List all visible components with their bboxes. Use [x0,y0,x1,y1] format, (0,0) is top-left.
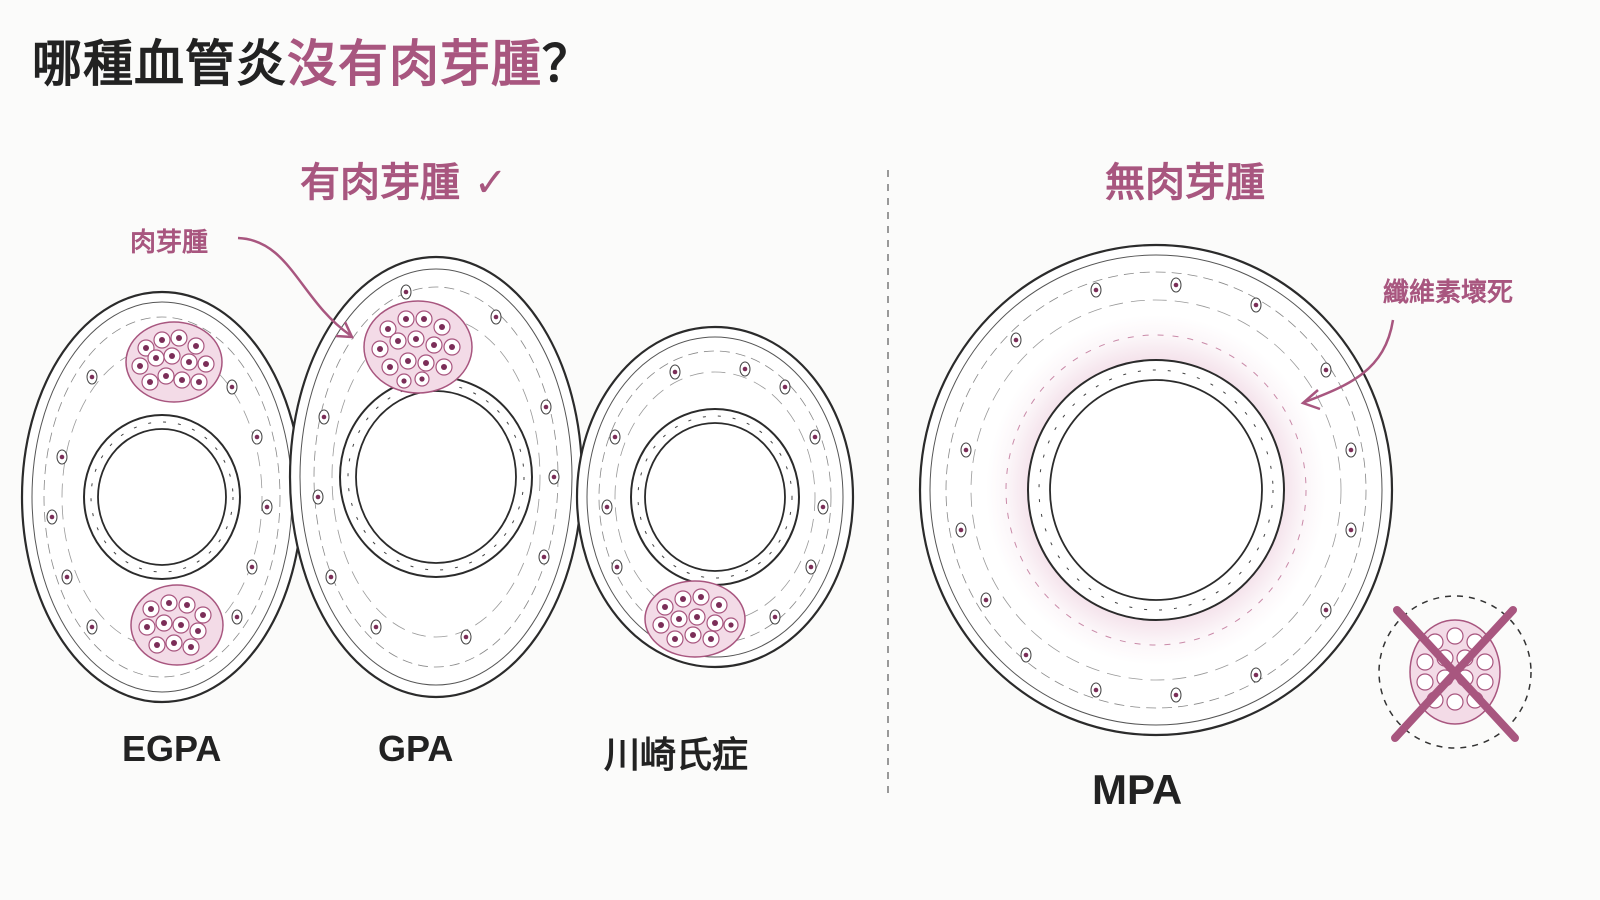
egpa-label: EGPA [122,728,222,769]
granuloma-cluster-egpa-bottom [130,584,224,666]
gpa-label: GPA [378,728,454,769]
granuloma-callout-label: 肉芽腫 [130,228,209,258]
gpa-vessel [288,255,584,699]
kawasaki-label: 川崎氏症 [604,734,749,775]
necrosis-callout-arrowhead [1300,389,1321,411]
granuloma-cluster-kawasaki [644,580,746,658]
title-accent: 沒有肉芽腫 [287,35,542,93]
granuloma-callout-arrow [237,236,351,337]
no-granuloma-heading: 無肉芽腫 [1105,160,1265,206]
title-prefix: 哪種血管炎 [32,35,287,93]
granuloma-heading: 有肉芽腫 ✓ [300,160,508,206]
no-granuloma-icon [1378,595,1532,749]
granuloma-cluster-egpa-top [125,321,223,403]
page-title: 哪種血管炎沒有肉芽腫？ [32,24,593,96]
title-suffix: ？ [542,35,593,93]
mpa-label: MPA [1092,766,1183,813]
kawasaki-vessel [575,325,855,669]
mpa-vessel [918,243,1394,737]
egpa-vessel [20,290,304,704]
granuloma-callout-arrowhead [335,321,355,339]
necrosis-callout-label: 纖維素壞死 [1383,278,1514,308]
necrosis-callout-arrow [1304,319,1395,404]
granuloma-cluster-gpa [363,300,473,394]
